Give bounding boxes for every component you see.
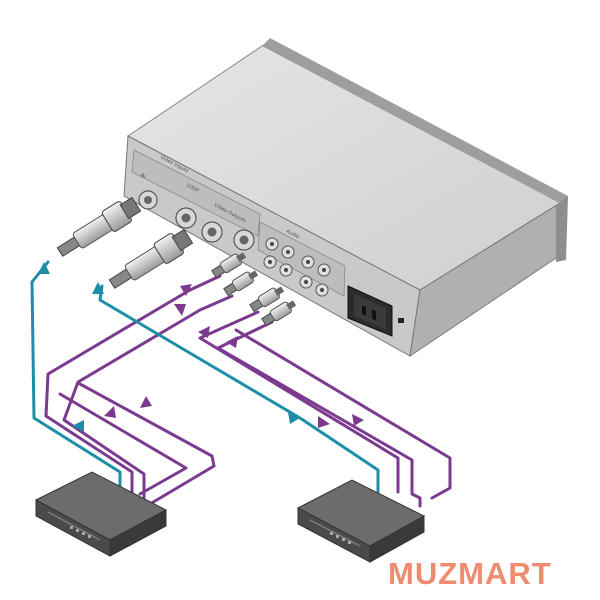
source-device — [34, 471, 168, 557]
rca-connector-icon — [263, 255, 277, 269]
label-loop: LOOP — [185, 182, 200, 194]
rca-plug — [223, 270, 259, 297]
bnc-connector-icon — [138, 190, 158, 210]
arrow-icon — [198, 326, 210, 338]
destination-device — [296, 479, 426, 563]
audio-cable-output-extra — [234, 328, 452, 500]
audio-cable-input-left — [44, 274, 222, 500]
audio-cable-left-inner — [58, 392, 188, 496]
video-cable-input — [30, 260, 122, 498]
arrow-icon — [180, 284, 192, 296]
arrow-icon — [72, 420, 84, 432]
device-frame — [262, 38, 568, 206]
arrow-icon — [352, 414, 364, 426]
switcher-device: Video Inputs Video Outputs Audio IN LOOP — [123, 38, 568, 358]
cables — [30, 260, 452, 508]
power-socket-icon — [347, 285, 404, 337]
rca-connector-icon — [315, 283, 329, 297]
label-in: IN — [139, 172, 147, 180]
arrow-icon — [318, 416, 330, 428]
bnc-connector-icon — [201, 221, 223, 243]
rca-plug — [249, 286, 285, 313]
bnc-plug-input — [56, 196, 142, 257]
label-audio: Audio — [285, 228, 300, 240]
rca-plug — [261, 300, 297, 327]
bnc-connector-icon — [175, 207, 197, 229]
arrow-icon — [288, 412, 300, 424]
direction-arrows — [38, 262, 364, 432]
rca-connector-icon — [301, 255, 315, 269]
rca-connector-icon — [279, 263, 293, 277]
audio-cable-output-left — [198, 310, 400, 494]
rca-connector-icon — [317, 263, 331, 277]
arrow-icon — [92, 282, 104, 294]
arrow-icon — [226, 336, 238, 348]
arrow-icon — [104, 406, 116, 418]
rca-plug — [211, 252, 247, 279]
rca-connector-icon — [281, 245, 295, 259]
arrow-icon — [140, 396, 152, 408]
rca-connector-icon — [265, 237, 279, 251]
audio-cable-left-outer — [78, 382, 216, 506]
bnc-connector-icon — [233, 229, 255, 251]
rca-connector-icon — [299, 275, 313, 289]
watermark-logo: MUZMART — [388, 556, 552, 591]
audio-cable-output-right — [216, 320, 422, 508]
bnc-plug-output — [108, 228, 194, 289]
arrow-icon — [38, 262, 50, 274]
arrow-icon — [174, 304, 186, 316]
